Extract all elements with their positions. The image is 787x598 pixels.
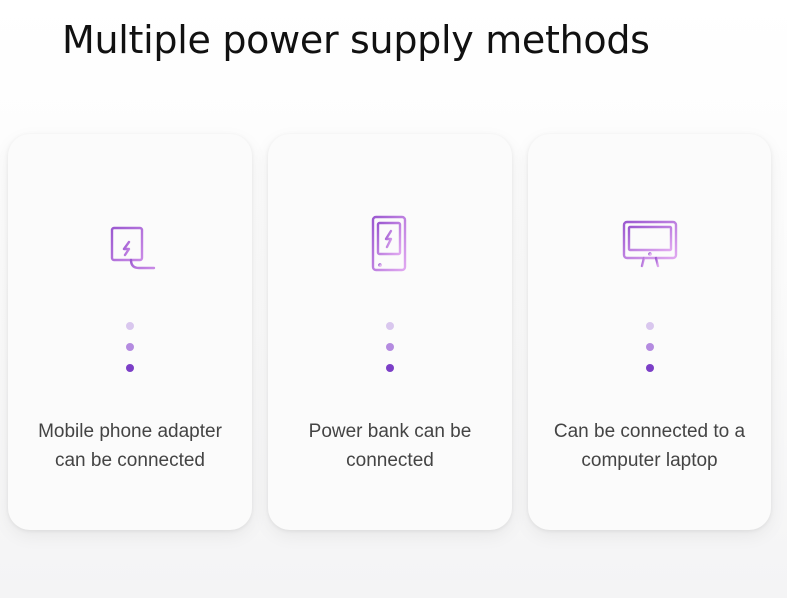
caption-line: Can be connected to a	[553, 421, 746, 442]
dot	[126, 343, 134, 351]
progress-dots	[125, 322, 135, 376]
dot	[386, 322, 394, 330]
caption-line: can be connected	[54, 450, 205, 471]
card-caption: Can be connected to a computer laptop	[528, 417, 771, 475]
progress-dots	[645, 322, 655, 376]
caption-line: Power bank can be	[308, 421, 472, 442]
computer-monitor-icon	[618, 212, 682, 276]
dot	[126, 364, 134, 372]
caption-line: Mobile phone adapter	[38, 421, 222, 442]
card-computer: Can be connected to a computer laptop	[528, 134, 771, 530]
dot	[126, 322, 134, 330]
caption-line: computer laptop	[581, 450, 718, 471]
card-power-bank: Power bank can be connected	[268, 134, 512, 530]
card-caption: Power bank can be connected	[268, 417, 512, 475]
card-adapter: Mobile phone adapter can be connected	[8, 134, 252, 530]
dot	[386, 364, 394, 372]
power-bank-icon	[358, 212, 422, 276]
dot	[645, 343, 654, 351]
dot	[386, 343, 394, 351]
page-title: Multiple power supply methods	[62, 18, 650, 62]
card-caption: Mobile phone adapter can be connected	[8, 417, 252, 475]
progress-dots	[385, 322, 395, 376]
dot	[645, 322, 654, 330]
charger-adapter-icon	[98, 212, 162, 276]
dot	[645, 364, 654, 372]
caption-line: connected	[346, 450, 434, 471]
